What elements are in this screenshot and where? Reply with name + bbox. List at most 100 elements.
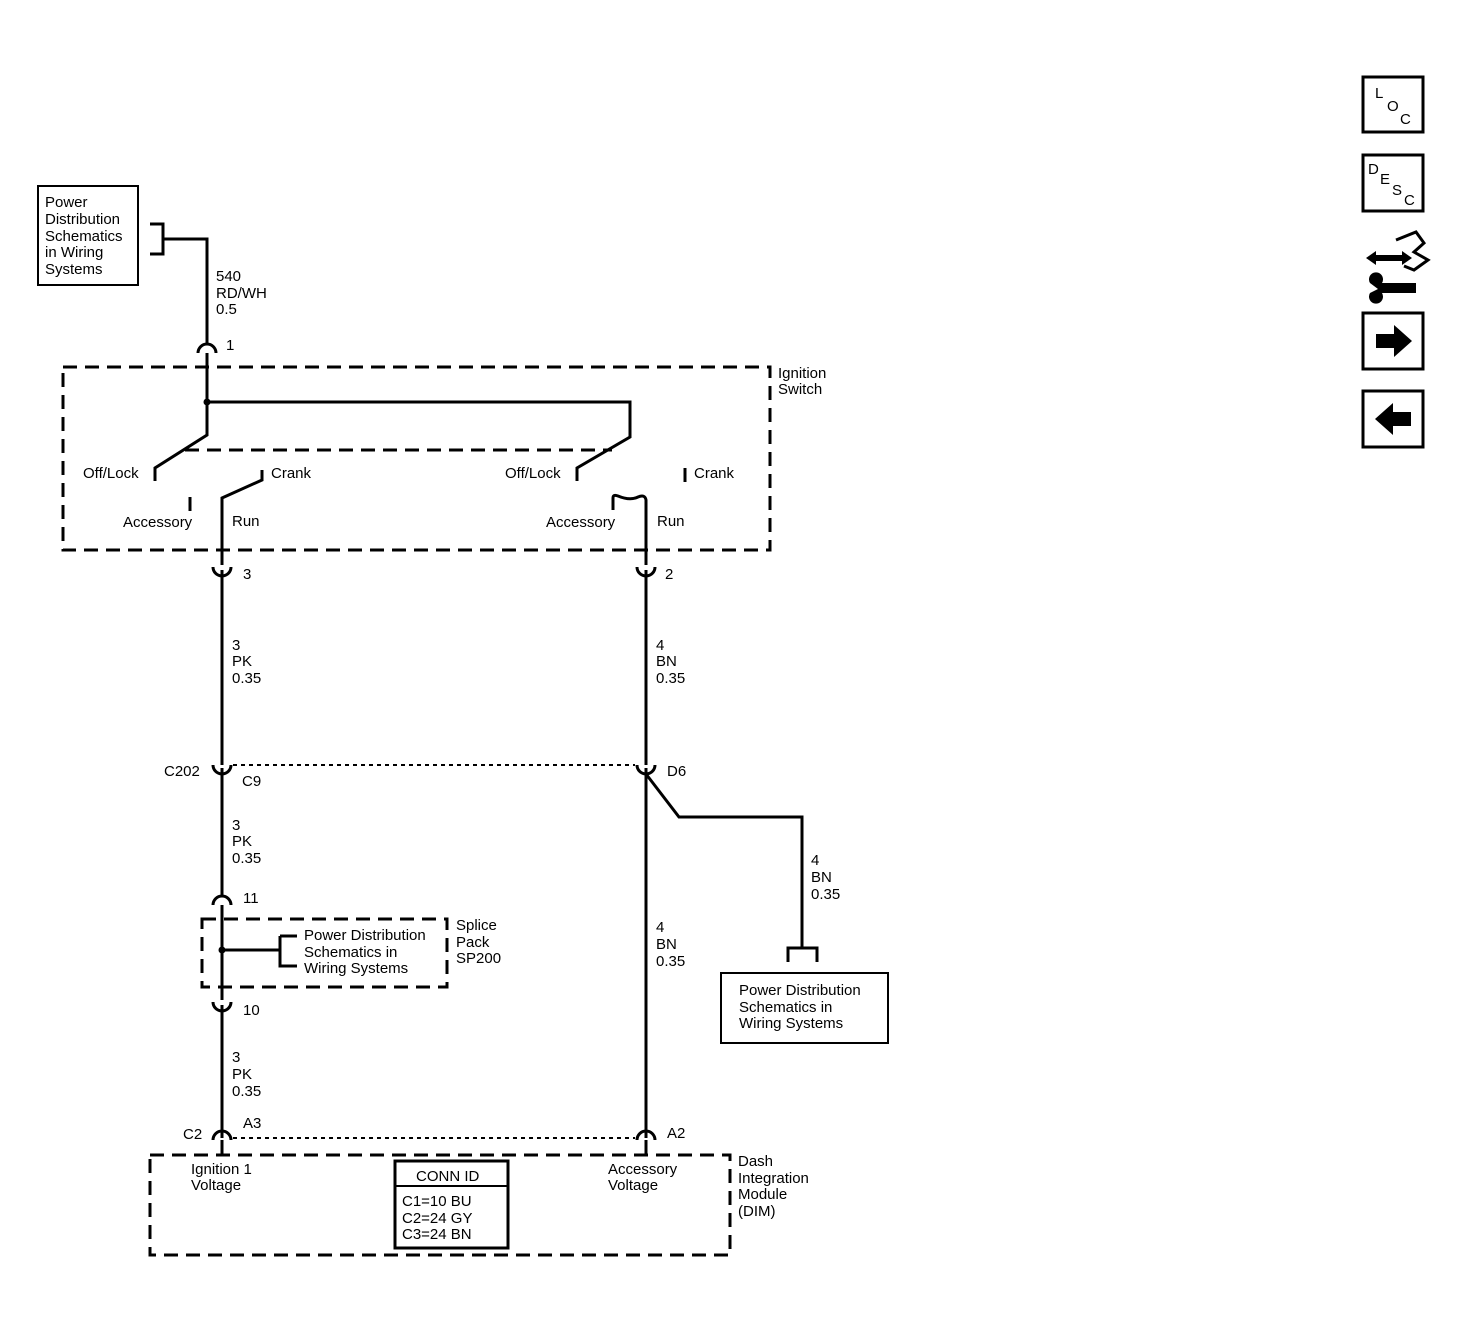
next-arrow-icon[interactable]: [1361, 311, 1425, 371]
splice-box-line-1: Power Distribution: [304, 927, 426, 944]
top-box-line-2: Distribution: [45, 211, 120, 228]
splice-pack-box[interactable]: [200, 917, 449, 989]
wire-540-circuit: 540: [216, 268, 241, 285]
top-box-line-3: Schematics: [45, 228, 123, 245]
splice-label-2: Pack: [456, 934, 490, 951]
wire-branch-circuit: 4: [811, 852, 819, 869]
power-distribution-box-top[interactable]: [37, 185, 139, 286]
switch-left-wiper: [153, 353, 209, 481]
dim-name-2: Integration: [738, 1170, 809, 1187]
c202-label: C202: [164, 763, 200, 780]
wire-right2-size: 0.35: [656, 953, 685, 970]
dim-ignition-label-2: Voltage: [191, 1177, 241, 1194]
splice-box-line-2: Schematics in: [304, 944, 397, 961]
ignition-switch-label-1: Ignition: [778, 365, 826, 382]
left-offlock-label: Off/Lock: [83, 465, 139, 482]
loc-letter-c: C: [1400, 111, 1411, 128]
previous-arrow-icon[interactable]: [1361, 389, 1425, 449]
branch-box-line-3: Wiring Systems: [739, 1015, 843, 1032]
pin-10-label: 10: [243, 1002, 260, 1019]
dim-name-4: (DIM): [738, 1203, 776, 1220]
wire-left1-size: 0.35: [232, 670, 261, 687]
loc-letter-o: O: [1387, 98, 1399, 115]
ignition-switch-box[interactable]: [61, 365, 772, 552]
wire-left2-circuit: 3: [232, 817, 240, 834]
contact-right-accessory-run: [611, 493, 648, 565]
wire-left3-circuit: 3: [232, 1049, 240, 1066]
wire-branch-color: BN: [811, 869, 832, 886]
right-run-label: Run: [657, 513, 685, 530]
wire-right1-color: BN: [656, 653, 677, 670]
switch-right-wiper: [207, 400, 632, 481]
dim-accessory-label-2: Voltage: [608, 1177, 658, 1194]
dim-accessory-label-1: Accessory: [608, 1161, 678, 1178]
wire-left2-size: 0.35: [232, 850, 261, 867]
c9-label: C9: [242, 773, 261, 790]
desc-letter-c: C: [1404, 192, 1415, 209]
pin-1-label: 1: [226, 337, 234, 354]
dim-a3-label: A3: [243, 1115, 261, 1132]
branch-box-line-2: Schematics in: [739, 999, 832, 1016]
pin-2-label: 2: [665, 566, 673, 583]
wire-branch-size: 0.35: [811, 886, 840, 903]
dim-a3-connector: [211, 1129, 233, 1141]
wire-right2-circuit: 4: [656, 919, 664, 936]
right-crank-label: Crank: [694, 465, 735, 482]
wire-4-bn-branch: [644, 773, 804, 948]
wire-right1-circuit: 4: [656, 637, 664, 654]
conn-id-row-2: C2=24 GY: [402, 1210, 472, 1227]
wire-540-color: RD/WH: [216, 285, 267, 302]
dim-pin-stubs: [220, 1140, 648, 1154]
conn-id-table: CONN ID C1=10 BU C2=24 GY C3=24 BN: [393, 1159, 510, 1250]
wire-right1-size: 0.35: [656, 670, 685, 687]
pin-11-label: 11: [243, 890, 259, 907]
d6-label: D6: [667, 763, 686, 780]
dim-module-box[interactable]: [148, 1153, 732, 1257]
connector-toggle-icon[interactable]: [1366, 230, 1431, 304]
right-offlock-label: Off/Lock: [505, 465, 561, 482]
loc-letter-l: L: [1375, 85, 1383, 102]
power-distribution-box-branch[interactable]: [720, 972, 889, 1044]
top-box-line-4: in Wiring: [45, 244, 103, 261]
wire-left1-color: PK: [232, 653, 252, 670]
wire-right2-color: BN: [656, 936, 677, 953]
wire-left3-size: 0.35: [232, 1083, 261, 1100]
wire-left3-color: PK: [232, 1066, 252, 1083]
wire-left1-circuit: 3: [232, 637, 240, 654]
desc-letter-d: D: [1368, 161, 1379, 178]
dim-a2-connector: [635, 1129, 657, 1141]
splice-box-line-3: Wiring Systems: [304, 960, 408, 977]
wire-left2-color: PK: [232, 833, 252, 850]
dim-ignition-label-1: Ignition 1: [191, 1161, 252, 1178]
desc-letter-e: E: [1380, 171, 1390, 188]
ignition-switch-label-2: Switch: [778, 381, 822, 398]
left-accessory-label: Accessory: [123, 514, 193, 531]
dim-name-3: Module: [738, 1186, 787, 1203]
right-accessory-label: Accessory: [546, 514, 616, 531]
loc-button[interactable]: L O C: [1361, 75, 1425, 134]
conn-id-row-3: C3=24 BN: [402, 1226, 472, 1243]
dim-name-1: Dash: [738, 1153, 773, 1170]
splice-label-1: Splice: [456, 917, 497, 934]
pin-11-connector: [211, 894, 233, 906]
top-box-line-1: Power: [45, 194, 88, 211]
conn-id-title: CONN ID: [416, 1168, 480, 1185]
contact-left-crank-run: [220, 470, 264, 565]
switch-bus-junction: [203, 398, 211, 406]
branch-box-line-1: Power Distribution: [739, 982, 861, 999]
wire-540: [150, 222, 209, 345]
pin-1-connector: [196, 342, 218, 354]
left-run-label: Run: [232, 513, 260, 530]
wire-540-size: 0.5: [216, 301, 237, 318]
desc-button[interactable]: D E S C: [1361, 153, 1425, 213]
top-box-line-5: Systems: [45, 261, 103, 278]
conn-id-row-1: C1=10 BU: [402, 1193, 472, 1210]
splice-branch: [222, 934, 297, 968]
dim-c2-label: C2: [183, 1126, 202, 1143]
branch-bracket: [786, 946, 819, 962]
pin-3-label: 3: [243, 566, 251, 583]
left-crank-label: Crank: [271, 465, 312, 482]
splice-label-3: SP200: [456, 950, 501, 967]
desc-letter-s: S: [1392, 182, 1402, 199]
